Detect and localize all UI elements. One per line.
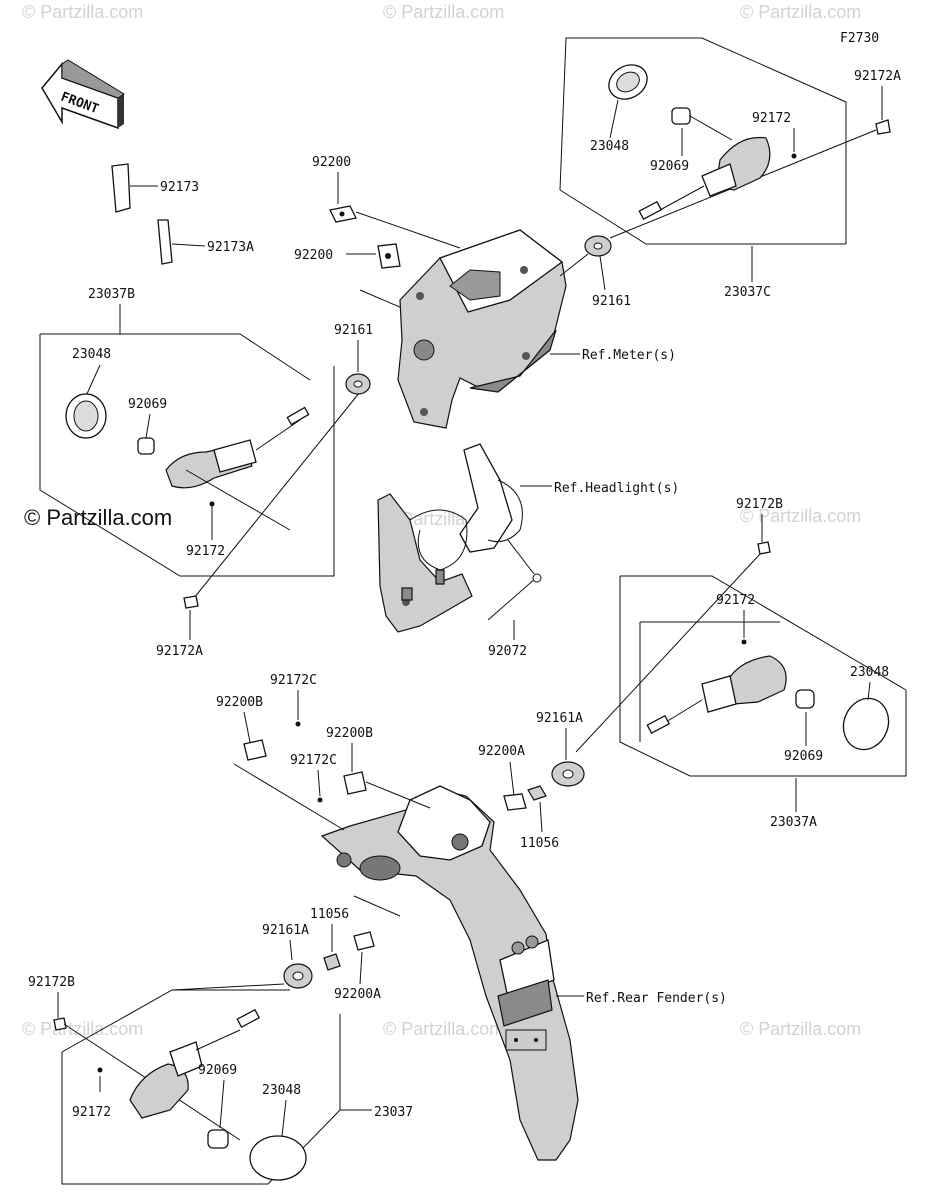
bulb-icon xyxy=(137,437,155,455)
housing-icon xyxy=(129,1063,189,1119)
label-92200B-1: 92200B xyxy=(216,695,263,710)
headlight-bracket: Ref.Headlight(s) 92072 xyxy=(377,443,679,659)
ref-rear-fender: Ref.Rear Fender(s) xyxy=(586,991,727,1006)
turn-signal-rear-left: 92161A 92172B 23037 92172 92069 23048 xyxy=(28,923,413,1185)
label-11056-l: 11056 xyxy=(310,907,349,922)
housing-icon xyxy=(727,655,787,705)
label-92161-right: 92161 xyxy=(592,294,631,309)
label-23037: 23037 xyxy=(374,1105,413,1120)
label-23048-a: 23048 xyxy=(850,665,889,680)
label-92200B-2: 92200B xyxy=(326,726,373,741)
label-92172B-a: 92172B xyxy=(736,497,783,512)
watermark-top-right: © Partzilla.com xyxy=(740,2,861,22)
label-23048-d: 23048 xyxy=(262,1083,301,1098)
watermark-top-left: © Partzilla.com xyxy=(22,2,143,22)
label-11056-r: 11056 xyxy=(520,836,559,851)
turn-signal-front-left: 23037B 23048 92069 92172 92172A xyxy=(39,287,361,659)
watermark-bottom-right: © Partzilla.com xyxy=(740,1019,861,1039)
label-92200-1: 92200 xyxy=(312,155,351,170)
watermark-bottom-left: © Partzilla.com xyxy=(22,1019,143,1039)
watermark-bottom-center: © Partzilla.com xyxy=(383,1019,504,1039)
label-92069-b: 92069 xyxy=(128,397,167,412)
turn-signal-rear-right: 92172B 92172 92069 23048 23037A 92161A 9… xyxy=(478,497,907,851)
label-23048-c: 23048 xyxy=(590,139,629,154)
label-92200-2: 92200 xyxy=(294,248,333,263)
bulb-icon xyxy=(207,1129,229,1149)
label-92173: 92173 xyxy=(160,180,199,195)
label-92200A-l: 92200A xyxy=(334,987,381,1002)
figure-code: F2730 xyxy=(840,31,879,46)
label-92072: 92072 xyxy=(488,644,527,659)
label-92172-b: 92172 xyxy=(186,544,225,559)
label-92172A-b: 92172A xyxy=(156,644,203,659)
label-92172C-1: 92172C xyxy=(270,673,317,688)
label-92173A: 92173A xyxy=(207,240,254,255)
label-92161A-r: 92161A xyxy=(536,711,583,726)
label-92069-a: 92069 xyxy=(784,749,823,764)
label-23037C: 23037C xyxy=(724,285,771,300)
label-92161-left: 92161 xyxy=(334,323,373,338)
watermarks: © Partzilla.com © Partzilla.com © Partzi… xyxy=(22,2,861,1039)
label-92069-d: 92069 xyxy=(198,1063,237,1078)
label-92161A-l: 92161A xyxy=(262,923,309,938)
label-23037A: 23037A xyxy=(770,815,817,830)
label-92200A-r: 92200A xyxy=(478,744,525,759)
watermark-top-center: © Partzilla.com xyxy=(383,2,504,22)
label-92172C-2: 92172C xyxy=(290,753,337,768)
label-92172A-c: 92172A xyxy=(854,69,901,84)
clip-92173: 92173 xyxy=(111,163,199,213)
lens-icon xyxy=(249,1135,307,1181)
ref-meter: Ref.Meter(s) xyxy=(582,348,676,363)
watermark-mid-right: © Partzilla.com xyxy=(740,506,861,526)
bulb-icon xyxy=(671,107,691,125)
label-92172-d: 92172 xyxy=(72,1105,111,1120)
bulb-icon xyxy=(795,689,815,709)
clip-92173A: 92173A xyxy=(157,219,254,265)
label-23048-b: 23048 xyxy=(72,347,111,362)
turn-signal-front-right: 92172A 92172 23048 92069 23037C xyxy=(559,37,901,300)
label-92172B-l: 92172B xyxy=(28,975,75,990)
label-92069-c: 92069 xyxy=(650,159,689,174)
label-23037B: 23037B xyxy=(88,287,135,302)
meter-bracket: 92200 92200 Ref.Meter(s) 92161 92161 xyxy=(294,155,676,429)
ref-headlight: Ref.Headlight(s) xyxy=(554,481,679,496)
label-92172-a: 92172 xyxy=(716,593,755,608)
rear-fender: Ref.Rear Fender(s) 92172C 92200B 92200B … xyxy=(216,673,727,1161)
front-arrow-icon: FRONT xyxy=(41,59,125,130)
label-92172-c: 92172 xyxy=(752,111,791,126)
lens-icon xyxy=(842,697,890,751)
